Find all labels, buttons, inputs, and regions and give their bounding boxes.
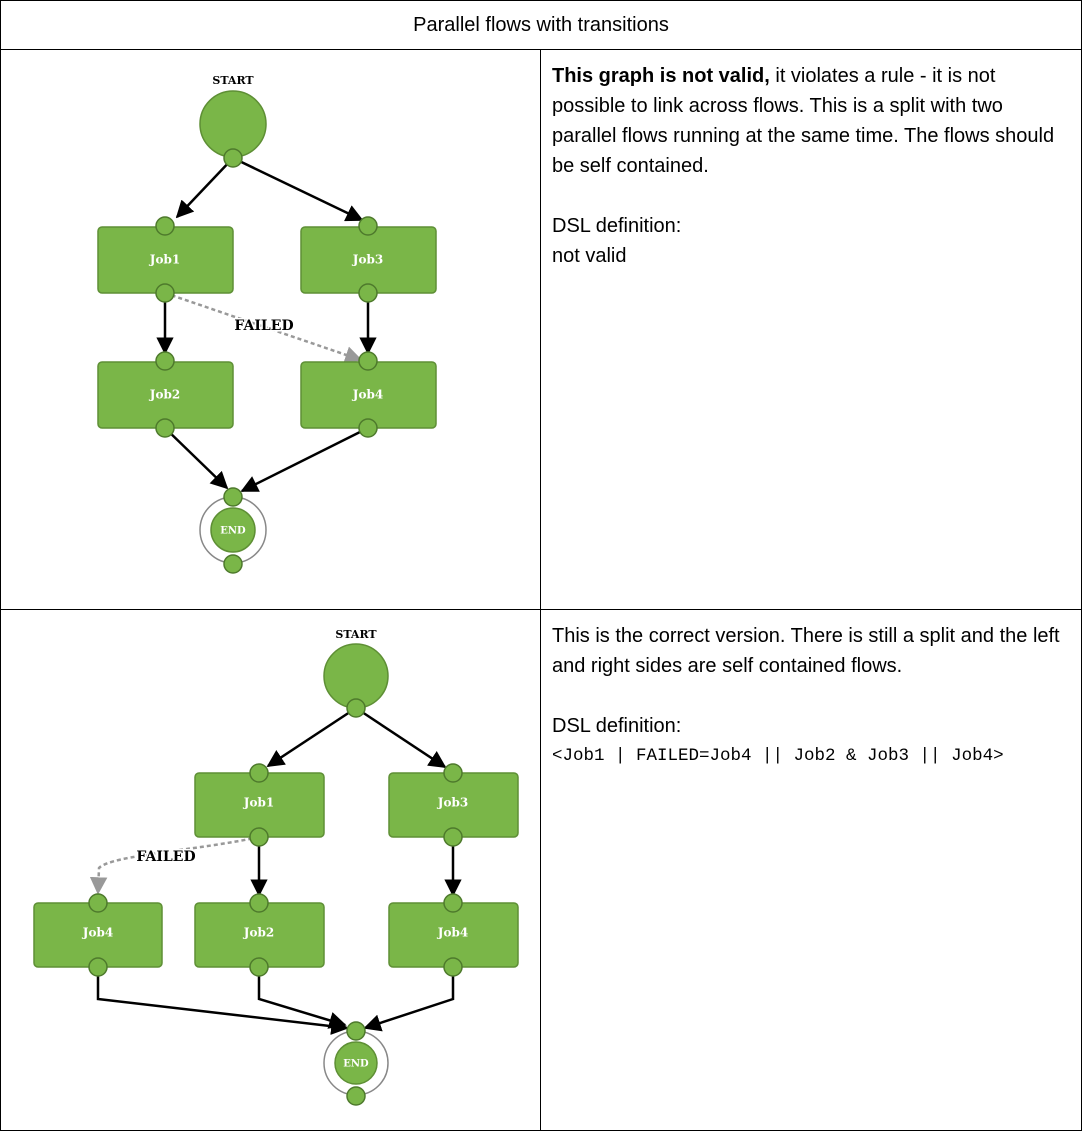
valid-flow-diagram: START Job1 Job3 Job4 bbox=[33, 628, 519, 1106]
job1-node[interactable]: Job1 bbox=[194, 763, 325, 847]
dsl-definition-label: DSL definition: bbox=[552, 215, 682, 237]
edge-job2-end bbox=[257, 967, 347, 1029]
valid-graph-description: This is the correct version. There is st… bbox=[552, 625, 1060, 677]
valid-graph-cell: START Job1 Job3 Job4 bbox=[0, 609, 541, 1131]
job4-label: Job4 bbox=[352, 388, 383, 402]
edge-job4-left-end bbox=[96, 967, 349, 1035]
invalid-flow-diagram: START Job1 Job3 Job2 bbox=[97, 74, 437, 574]
job2-label: Job2 bbox=[149, 388, 180, 402]
invalid-graph-description: it violates a rule - it is not possible … bbox=[552, 65, 1055, 177]
table-title: Parallel flows with transitions bbox=[413, 13, 669, 36]
invalid-graph-cell: START Job1 Job3 Job2 bbox=[0, 49, 541, 610]
job3-node[interactable]: Job3 bbox=[300, 216, 437, 303]
job4-left-node[interactable]: Job4 bbox=[33, 893, 163, 977]
start-label: START bbox=[335, 628, 377, 641]
job1-label: Job1 bbox=[243, 796, 274, 810]
invalid-graph-paragraph: This graph is not valid, it violates a r… bbox=[552, 61, 1067, 181]
end-label: END bbox=[220, 526, 246, 537]
valid-graph-text: This is the correct version. There is st… bbox=[552, 621, 1067, 771]
job3-label: Job3 bbox=[437, 796, 468, 810]
job4-right-label: Job4 bbox=[437, 926, 468, 940]
edges bbox=[156, 156, 377, 493]
invalid-graph-bold-lead: This graph is not valid, bbox=[552, 65, 770, 87]
job4-node[interactable]: Job4 bbox=[300, 351, 437, 438]
start-node bbox=[199, 90, 267, 158]
edge-job4-right-end bbox=[363, 967, 455, 1032]
invalid-graph-text: This graph is not valid, it violates a r… bbox=[552, 61, 1067, 271]
job2-node[interactable]: Job2 bbox=[194, 893, 325, 977]
start-port bbox=[346, 698, 366, 718]
job2-node[interactable]: Job2 bbox=[97, 351, 234, 438]
edges bbox=[89, 706, 462, 1035]
dsl-definition-value: not valid bbox=[552, 245, 627, 267]
job1-label: Job1 bbox=[149, 253, 180, 267]
failed-label: FAILED bbox=[234, 318, 293, 334]
edge-start-job1 bbox=[175, 157, 234, 219]
job3-node[interactable]: Job3 bbox=[388, 763, 519, 847]
job1-node[interactable]: Job1 bbox=[97, 216, 234, 303]
table-header: Parallel flows with transitions bbox=[0, 0, 1082, 50]
start-port bbox=[223, 148, 243, 168]
invalid-graph-description-cell: This graph is not valid, it violates a r… bbox=[540, 49, 1082, 610]
dsl-definition-label: DSL definition: bbox=[552, 715, 682, 737]
edge-failed-job1-job4 bbox=[89, 835, 260, 895]
edge-job4-end bbox=[240, 426, 369, 493]
dsl-definition-code: <Job1 | FAILED=Job4 || Job2 & Job3 || Jo… bbox=[552, 746, 1004, 766]
end-node: END bbox=[199, 487, 267, 574]
job2-label: Job2 bbox=[243, 926, 274, 940]
edge-start-job3 bbox=[355, 706, 447, 769]
valid-graph-description-cell: This is the correct version. There is st… bbox=[540, 609, 1082, 1131]
job4-right-node[interactable]: Job4 bbox=[388, 893, 519, 977]
start-label: START bbox=[212, 74, 254, 87]
end-label: END bbox=[343, 1059, 369, 1070]
job3-label: Job3 bbox=[352, 253, 383, 267]
edge-start-job1 bbox=[266, 706, 357, 768]
failed-label: FAILED bbox=[136, 849, 195, 865]
edge-start-job3 bbox=[232, 156, 364, 222]
edge-job2-end bbox=[164, 427, 229, 490]
end-node: END bbox=[323, 1021, 389, 1106]
job4-left-label: Job4 bbox=[82, 926, 113, 940]
